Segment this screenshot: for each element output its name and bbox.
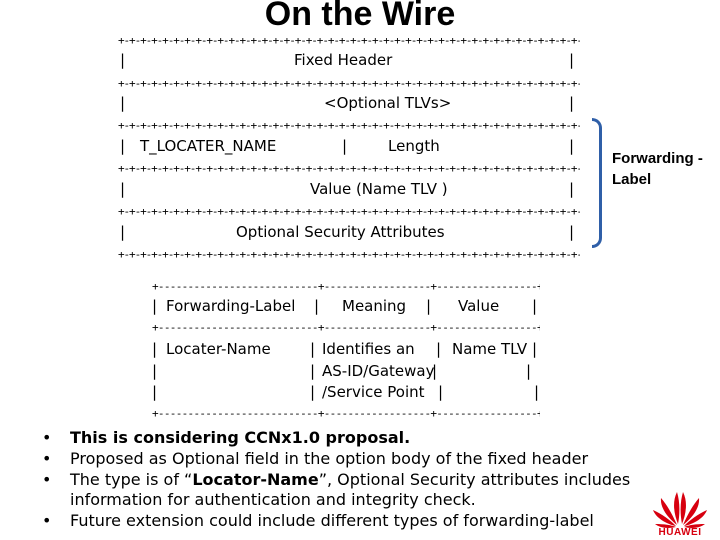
huawei-logo-icon — [653, 492, 707, 528]
row-border: | — [568, 223, 574, 241]
bullet-dot: • — [42, 428, 52, 447]
optional-tlvs-label: <Optional TLVs> — [324, 94, 452, 112]
fixed-header-row: | Fixed Header | — [118, 49, 576, 71]
table-row: | | AS-ID/Gateway | | — [152, 360, 540, 382]
bullet-text: Proposed as Optional field in the option… — [70, 449, 589, 468]
bullet-item: • This is considering CCNx1.0 proposal. — [42, 428, 682, 448]
cell-meaning: /Service Point — [322, 383, 425, 401]
table-header-row: | Forwarding-Label | Meaning | Value | — [152, 295, 540, 317]
column-divider: | — [310, 383, 316, 401]
row-border: | — [152, 340, 158, 358]
row-border: | — [152, 362, 158, 380]
fixed-header-label: Fixed Header — [294, 51, 393, 69]
row-border: | — [120, 223, 126, 241]
row-border: | — [532, 340, 538, 358]
table-separator: +---------------------------+-----------… — [152, 321, 540, 334]
bullet-dot: • — [42, 511, 52, 530]
bullet-text-suffix: ”, Optional Security attributes includes… — [70, 470, 631, 509]
row-border: | — [120, 137, 126, 155]
row-border: | — [526, 362, 532, 380]
bullet-text-prefix: The type is of “ — [70, 470, 193, 489]
cell-meaning: Identifies an — [322, 340, 415, 358]
column-divider: | — [438, 383, 444, 401]
packet-separator: +-+-+-+-+-+-+-+-+-+-+-+-+-+-+-+-+-+-+-+-… — [118, 77, 580, 90]
bullet-item: • Future extension could include differe… — [42, 511, 682, 531]
row-border: | — [534, 383, 540, 401]
column-divider: | — [310, 362, 316, 380]
row-border: | — [532, 297, 538, 315]
value-row: | Value (Name TLV ) | — [118, 178, 576, 200]
security-row: | Optional Security Attributes | — [118, 221, 576, 243]
header-meaning: Meaning — [342, 297, 407, 315]
bullet-text: This is considering CCNx1.0 proposal. — [70, 428, 411, 447]
bullet-list: • This is considering CCNx1.0 proposal. … — [42, 428, 682, 532]
value-field-label: Value (Name TLV ) — [310, 180, 448, 198]
bullet-item: • Proposed as Optional field in the opti… — [42, 449, 682, 469]
logo-wordmark: HUAWEI — [658, 527, 702, 538]
packet-format-diagram: +-+-+-+-+-+-+-+-+-+-+-+-+-+-+-+-+-+-+-+-… — [118, 34, 580, 261]
row-border: | — [120, 51, 126, 69]
header-forwarding-label: Forwarding-Label — [166, 297, 296, 315]
cell-value: Name TLV — [452, 340, 528, 358]
column-divider: | — [426, 297, 432, 315]
length-field-label: Length — [388, 137, 440, 155]
row-border: | — [152, 383, 158, 401]
column-divider: | — [432, 362, 438, 380]
table-separator: +---------------------------+-----------… — [152, 280, 540, 293]
column-divider: | — [310, 340, 316, 358]
bullet-item: • The type is of “Locator-Name”, Optiona… — [42, 470, 682, 510]
security-attributes-label: Optional Security Attributes — [236, 223, 445, 241]
cell-meaning: AS-ID/Gateway — [322, 362, 435, 380]
field-divider: | — [342, 137, 348, 155]
header-value: Value — [458, 297, 500, 315]
table-row: | | /Service Point | | — [152, 381, 540, 403]
column-divider: | — [314, 297, 320, 315]
row-border: | — [568, 180, 574, 198]
row-border: | — [120, 180, 126, 198]
slide-title: On the Wire — [264, 0, 456, 33]
column-divider: | — [436, 340, 442, 358]
packet-separator: +-+-+-+-+-+-+-+-+-+-+-+-+-+-+-+-+-+-+-+-… — [118, 162, 580, 175]
optional-tlvs-row: | <Optional TLVs> | — [118, 92, 576, 114]
row-border: | — [568, 94, 574, 112]
packet-separator: +-+-+-+-+-+-+-+-+-+-+-+-+-+-+-+-+-+-+-+-… — [118, 119, 580, 132]
packet-separator: +-+-+-+-+-+-+-+-+-+-+-+-+-+-+-+-+-+-+-+-… — [118, 248, 580, 261]
type-field-label: T_LOCATER_NAME — [140, 137, 277, 155]
bullet-text: Future extension could include different… — [70, 511, 594, 530]
type-length-row: | T_LOCATER_NAME | Length | — [118, 135, 576, 157]
cell-locater-name: Locater-Name — [166, 340, 271, 358]
row-border: | — [120, 94, 126, 112]
table-separator: +---------------------------+-----------… — [152, 407, 540, 420]
row-border: | — [568, 137, 574, 155]
table-row: | Locater-Name | Identifies an | Name TL… — [152, 338, 540, 360]
forwarding-label-caption: Forwarding - Label — [612, 150, 703, 188]
bullet-dot: • — [42, 470, 52, 489]
row-border: | — [568, 51, 574, 69]
forwarding-label-bracket — [592, 118, 602, 248]
packet-separator: +-+-+-+-+-+-+-+-+-+-+-+-+-+-+-+-+-+-+-+-… — [118, 34, 580, 47]
row-border: | — [152, 297, 158, 315]
bullet-text-bold: Locator-Name — [192, 470, 319, 489]
bullet-dot: • — [42, 449, 52, 468]
packet-separator: +-+-+-+-+-+-+-+-+-+-+-+-+-+-+-+-+-+-+-+-… — [118, 205, 580, 218]
